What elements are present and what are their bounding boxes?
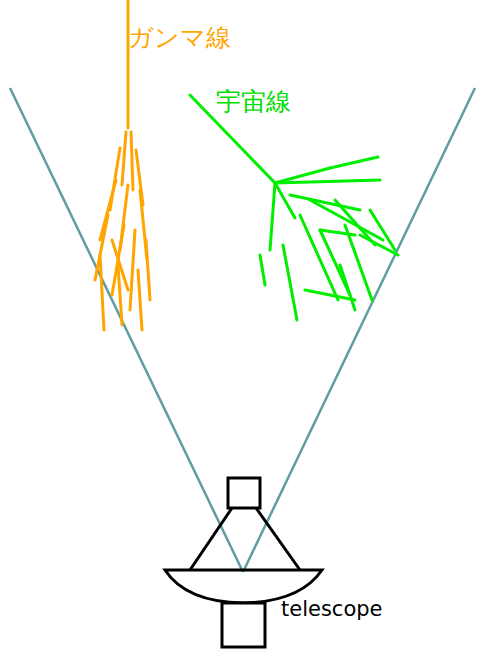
telescope-symbol	[165, 478, 322, 647]
cosmic-ray-shower	[190, 95, 398, 320]
telescope-label: telescope	[281, 598, 383, 621]
cosmic-ray-label: 宇宙線	[216, 88, 291, 116]
gamma-ray-label: ガンマ線	[128, 24, 231, 52]
field-of-view	[10, 88, 475, 572]
